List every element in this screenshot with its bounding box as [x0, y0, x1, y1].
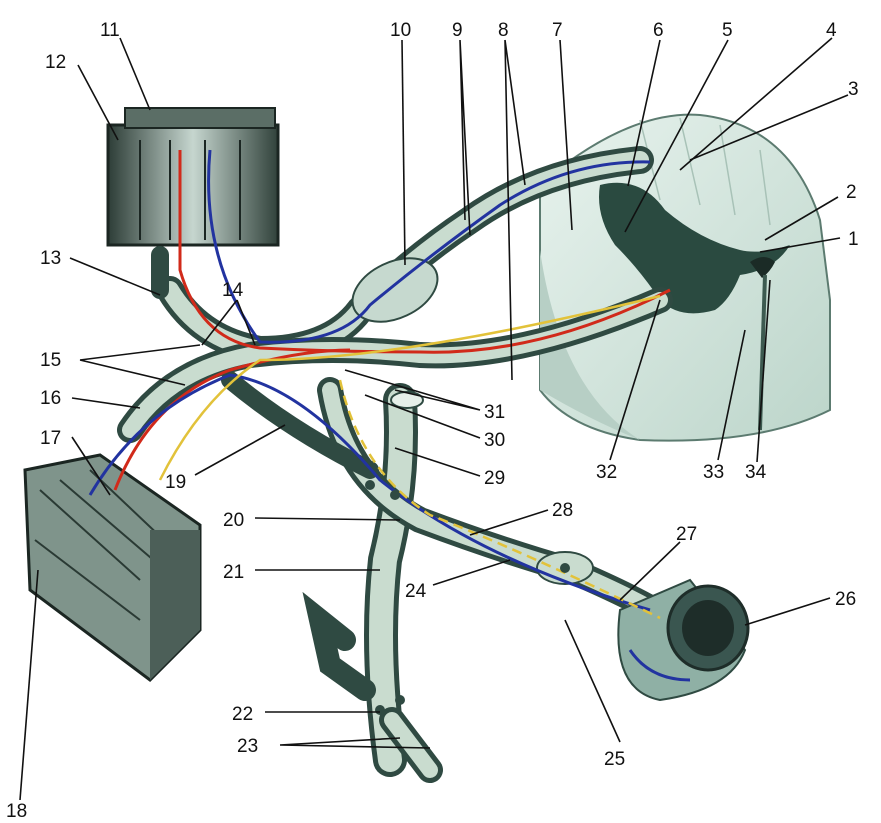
label-24: 24 [405, 581, 427, 602]
label-30: 30 [484, 430, 505, 451]
label-21: 21 [223, 562, 244, 583]
label-25: 25 [604, 749, 625, 770]
label-6: 6 [653, 20, 664, 41]
label-10: 10 [390, 20, 411, 41]
label-2: 2 [846, 182, 857, 203]
label-12: 12 [45, 52, 66, 73]
label-4: 4 [826, 20, 837, 41]
label-5: 5 [722, 20, 733, 41]
label-16: 16 [40, 388, 61, 409]
label-23: 23 [237, 736, 258, 757]
label-11: 11 [100, 20, 120, 41]
label-1: 1 [848, 229, 859, 250]
label-9: 9 [452, 20, 463, 41]
label-33: 33 [703, 462, 724, 483]
label-28: 28 [552, 500, 573, 521]
label-27: 27 [676, 524, 697, 545]
label-31: 31 [484, 402, 505, 423]
label-17: 17 [40, 428, 61, 449]
label-34: 34 [745, 462, 767, 483]
label-8: 8 [498, 20, 509, 41]
label-14: 14 [222, 280, 244, 301]
skeletal-muscle-block [108, 108, 278, 245]
label-3: 3 [848, 79, 859, 100]
label-32: 32 [596, 462, 617, 483]
label-19: 19 [165, 472, 186, 493]
label-15: 15 [40, 350, 61, 371]
label-29: 29 [484, 468, 505, 489]
label-18: 18 [6, 801, 27, 822]
label-20: 20 [223, 510, 244, 531]
label-22: 22 [232, 704, 253, 725]
label-13: 13 [40, 248, 61, 269]
label-26: 26 [835, 589, 856, 610]
label-7: 7 [552, 20, 563, 41]
